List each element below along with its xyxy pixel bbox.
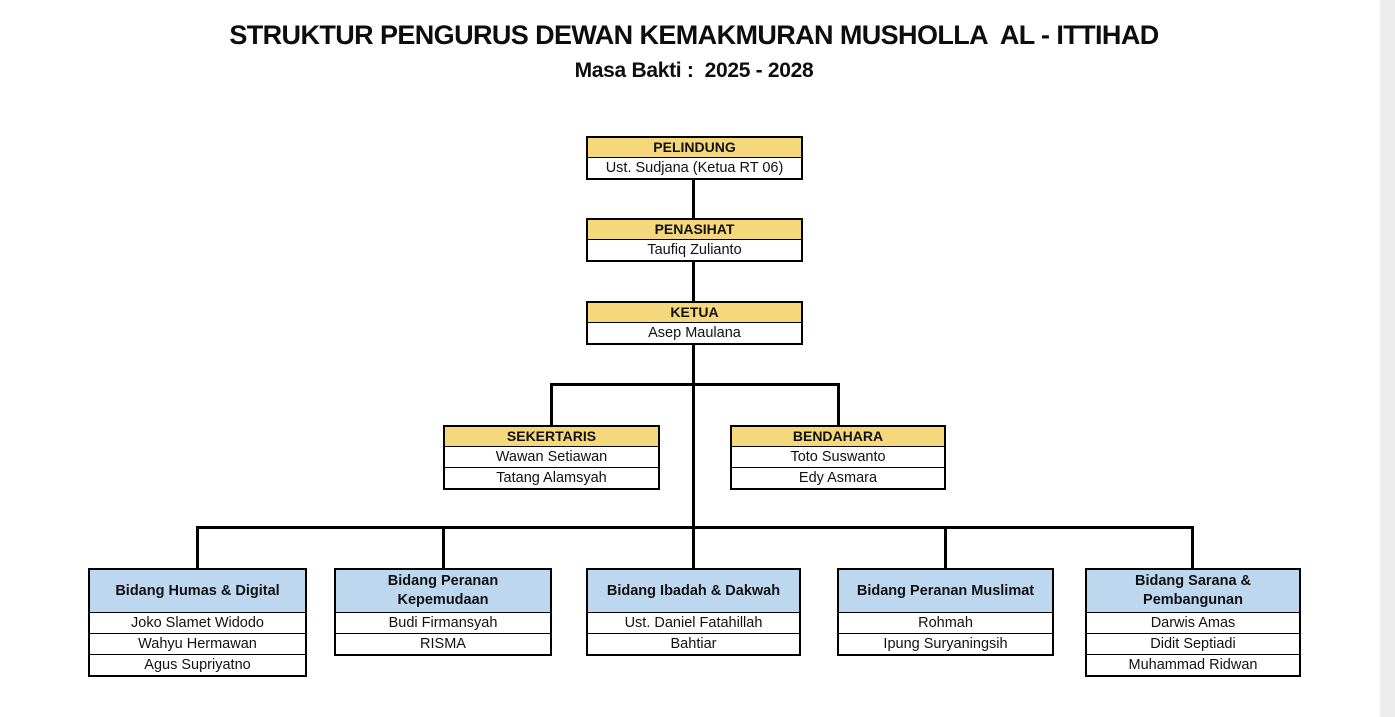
connector-pelindung-penasihat [692,175,695,220]
member-row: Toto Suswanto [732,446,944,467]
node-title: KETUA [588,303,801,322]
member-row: Edy Asmara [732,467,944,488]
member-row: Tatang Alamsyah [445,467,658,488]
page-edge-strip [1379,0,1395,717]
connector-drop-muslimat [944,526,947,571]
org-node-humas: Bidang Humas & Digital Joko Slamet Widod… [88,568,307,677]
connector-penasihat-ketua [692,257,695,303]
node-title: PELINDUNG [588,138,801,157]
member-row: Didit Septiadi [1087,633,1299,654]
member-row: Muhammad Ridwan [1087,654,1299,675]
member-row: Rohmah [839,612,1052,633]
member-row: Wahyu Hermawan [90,633,305,654]
page-title: STRUKTUR PENGURUS DEWAN KEMAKMURAN MUSHO… [229,20,1159,50]
connector-drop-kepemudaan [442,526,445,571]
node-title: Bidang Peranan Muslimat [839,570,1052,612]
member-row: Ipung Suryaningsih [839,633,1052,654]
node-title: PENASIHAT [588,220,801,239]
member-row: Taufiq Zulianto [588,239,801,260]
member-row: Darwis Amas [1087,612,1299,633]
connector-drop-sekertaris [550,383,553,428]
connector-h-sek-ben [550,383,840,386]
org-node-kepemudaan: Bidang Peranan Kepemudaan Budi Firmansya… [334,568,552,656]
member-row: Joko Slamet Widodo [90,612,305,633]
connector-h-bidang [196,526,1194,529]
member-row: Asep Maulana [588,322,801,343]
member-row: Bahtiar [588,633,799,654]
node-title: SEKERTARIS [445,427,658,446]
connector-drop-bendahara [837,383,840,428]
member-row: Budi Firmansyah [336,612,550,633]
node-title: Bidang Peranan Kepemudaan [336,570,550,612]
member-row: Ust. Daniel Fatahillah [588,612,799,633]
node-title: Bidang Ibadah & Dakwah [588,570,799,612]
member-row: RISMA [336,633,550,654]
node-title: Bidang Humas & Digital [90,570,305,612]
connector-drop-humas [196,526,199,571]
org-node-ibadah: Bidang Ibadah & Dakwah Ust. Daniel Fatah… [586,568,801,656]
org-node-bendahara: BENDAHARA Toto Suswanto Edy Asmara [730,425,946,490]
page-subtitle: Masa Bakti : 2025 - 2028 [574,59,814,82]
org-node-sekertaris: SEKERTARIS Wawan Setiawan Tatang Alamsya… [443,425,660,490]
connector-drop-sarana [1191,526,1194,571]
member-row: Wawan Setiawan [445,446,658,467]
member-row: Agus Supriyatno [90,654,305,675]
org-node-ketua: KETUA Asep Maulana [586,301,803,345]
node-title: Bidang Sarana & Pembangunan [1087,570,1299,612]
org-node-sarana: Bidang Sarana & Pembangunan Darwis Amas … [1085,568,1301,677]
connector-ketua-main [692,341,695,571]
org-node-muslimat: Bidang Peranan Muslimat Rohmah Ipung Sur… [837,568,1054,656]
node-title: BENDAHARA [732,427,944,446]
org-node-pelindung: PELINDUNG Ust. Sudjana (Ketua RT 06) [586,136,803,180]
member-row: Ust. Sudjana (Ketua RT 06) [588,157,801,178]
org-node-penasihat: PENASIHAT Taufiq Zulianto [586,218,803,262]
